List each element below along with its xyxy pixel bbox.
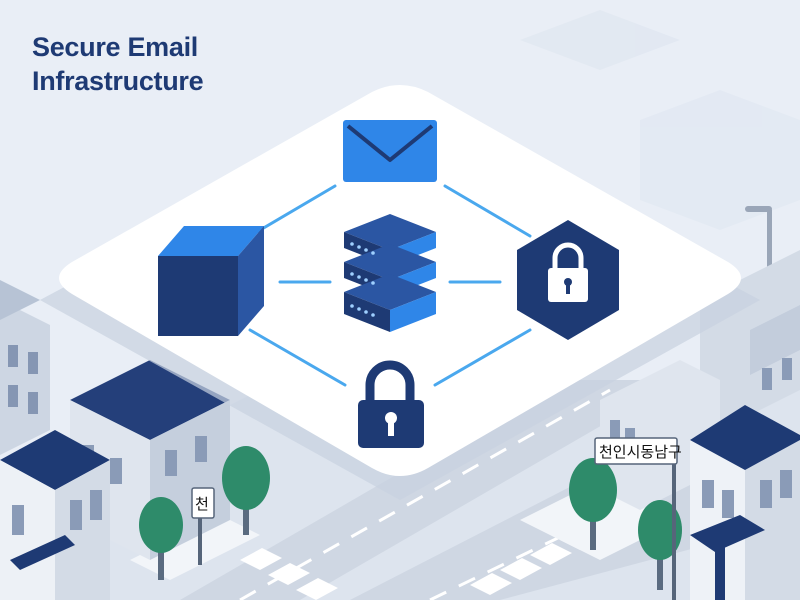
street-lamp: [745, 206, 772, 280]
tree: [638, 500, 682, 590]
street-sign-left: 천: [191, 487, 215, 565]
crosswalk-left: [240, 548, 338, 600]
connector-lines: [248, 184, 532, 387]
server-stack-icon: [344, 214, 436, 332]
trees: [139, 446, 682, 590]
tree: [139, 497, 183, 580]
title-line-1: Secure Email: [32, 32, 198, 62]
padlock-icon: [358, 360, 424, 448]
envelope-icon: [343, 120, 437, 182]
right-buildings: [600, 250, 800, 600]
cube-icon: [158, 226, 264, 336]
connector-email-hexlock: [443, 184, 532, 238]
title-line-2: Infrastructure: [32, 66, 204, 96]
street-sign-right-label: 천인시동남구: [599, 443, 682, 461]
street-sign-right: 천인시동남구: [594, 437, 682, 600]
connector-hexlock-lock: [433, 328, 532, 387]
tree: [222, 446, 270, 535]
hexagon-lock-icon: [517, 220, 619, 340]
page-title: Secure Email Infrastructure: [32, 30, 352, 98]
connector-email-cube: [248, 184, 337, 238]
left-buildings: [0, 280, 230, 600]
street-sign-left-label: 천: [195, 495, 209, 513]
tree: [569, 458, 617, 550]
connector-cube-lock: [248, 328, 347, 387]
distant-buildings: [520, 10, 800, 230]
